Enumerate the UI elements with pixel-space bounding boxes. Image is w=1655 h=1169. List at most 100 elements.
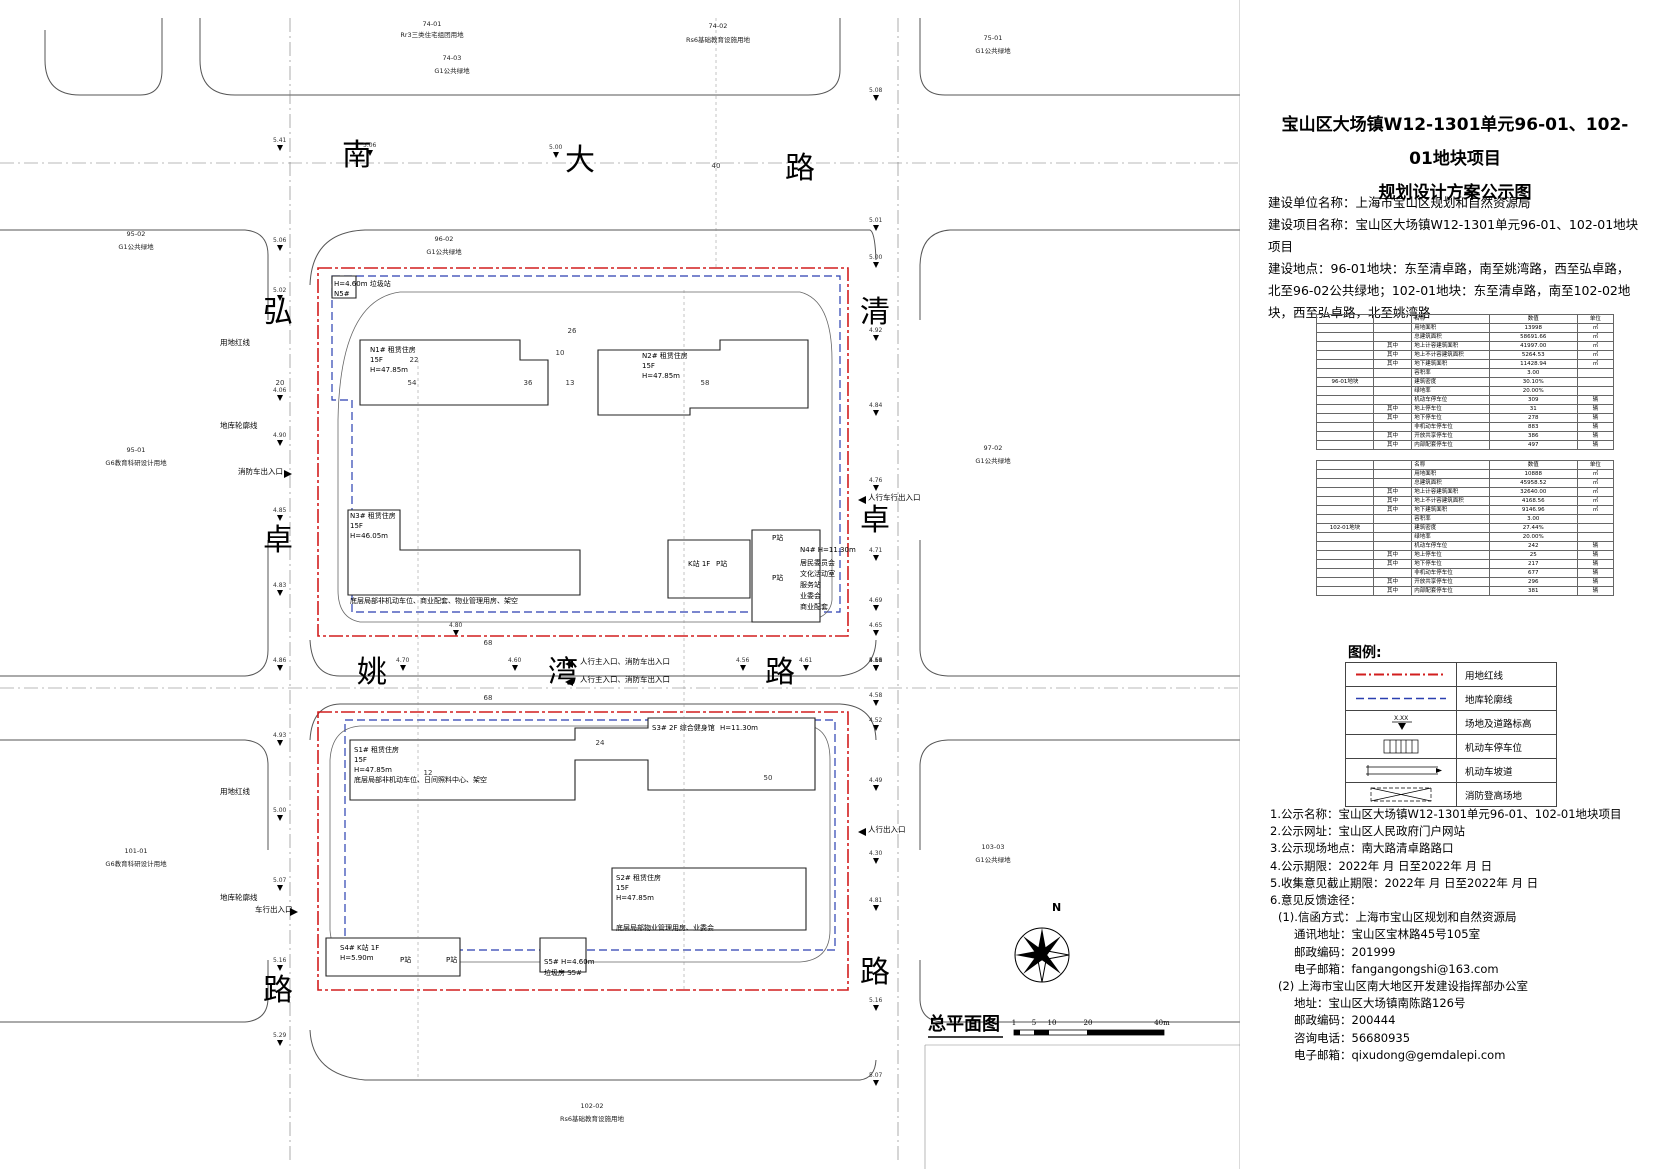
table-cell: 其中	[1372, 577, 1413, 587]
elevation-value: 4.81	[869, 897, 883, 904]
table-cell: 5264.53	[1488, 350, 1578, 360]
building-label: 15F	[616, 884, 629, 892]
elevation-marker: 4.49	[869, 777, 883, 791]
elevation-marker: 5.00	[869, 254, 883, 268]
table-cell: 地下建筑面积	[1411, 505, 1490, 515]
table-cell: 绿地率	[1411, 532, 1490, 542]
elevation-value: 5.10	[869, 657, 883, 664]
road-edge	[919, 18, 1240, 96]
parcel-code: 95-01	[127, 446, 146, 454]
notice-note: 5.收集意见截止期限：2022年 月 日至2022年 月 日	[1270, 875, 1539, 890]
table-cell: 辆	[1576, 541, 1615, 551]
table-cell: ㎡	[1576, 359, 1615, 369]
legend-row: X.XX 场地及道路标高	[1346, 711, 1556, 735]
elevation-value: 4.56	[869, 657, 883, 664]
table-cell: 内部配套停车位	[1411, 586, 1490, 596]
elevation-marker: 5.16	[869, 997, 883, 1011]
parcel-code: 95-02	[127, 230, 146, 238]
elevation-marker-icon	[873, 262, 879, 268]
elevation-value: 4.60	[508, 657, 522, 664]
building-label: H=47.85m	[642, 372, 680, 380]
legend: 用地红线 地库轮廓线 X.XX 场地及道路标高 机动车停车位 机动车坡道 消防登…	[1345, 662, 1557, 807]
elevation-marker-icon	[873, 95, 879, 101]
table-cell: 217	[1488, 559, 1578, 569]
table-cell: 开放共享停车位	[1411, 577, 1490, 587]
elevation-marker: 5.02	[273, 287, 287, 301]
table-cell: ㎡	[1576, 505, 1615, 515]
road-edge	[919, 739, 1240, 850]
table-cell	[1316, 586, 1374, 596]
table-cell	[1316, 532, 1374, 542]
callout-text: 居民委员会	[800, 558, 835, 567]
parcel-use: G1公共绿地	[118, 242, 154, 251]
parking-stall-icon	[1383, 739, 1419, 754]
table-cell: 其中	[1372, 586, 1413, 596]
table-cell	[1372, 568, 1413, 578]
legend-row: 用地红线	[1346, 663, 1556, 687]
elevation-marker: 4.85	[273, 507, 287, 521]
table-cell: 建筑密度	[1411, 377, 1490, 387]
table-header-row: 名称数值单位	[1316, 314, 1615, 324]
table-cell	[1372, 541, 1413, 551]
elevation-marker-icon	[277, 590, 283, 596]
elevation-marker-icon	[873, 225, 879, 231]
table-block-cell: 96-01地块	[1316, 377, 1374, 387]
scale-tick: 40m	[1154, 1019, 1170, 1027]
parcel-use: G1公共绿地	[434, 66, 470, 75]
callout-text: 底层局部非机动车位、商业配套、物业管理用房、架空	[350, 596, 518, 605]
table-cell: 386	[1488, 431, 1578, 441]
building-n2	[597, 339, 809, 416]
table-cell: 41997.00	[1488, 341, 1578, 351]
callout-text: 底层局部非机动车位、日间照料中心、架空	[354, 775, 487, 784]
table-cell: 242	[1488, 541, 1578, 551]
legend-label: 消防登高场地	[1465, 790, 1523, 802]
station-label: P站	[772, 533, 783, 542]
building-label: 15F	[354, 756, 367, 764]
table-cell: 机动车停车位	[1411, 395, 1490, 405]
elevation-marker-icon	[277, 665, 283, 671]
table-cell	[1316, 404, 1374, 414]
table-cell: 11428.94	[1488, 359, 1578, 369]
table-cell	[1576, 377, 1615, 387]
parcel-use: Rs6基础教育设施用地	[686, 35, 751, 44]
elevation-value: 4.30	[869, 850, 883, 857]
building-label: S3# 2F 综合健身馆	[652, 723, 715, 732]
fire-platform-icon	[1370, 787, 1432, 802]
elevation-marker-icon	[873, 700, 879, 706]
table-cell	[1372, 386, 1413, 396]
dim-label: 36	[524, 379, 533, 387]
line-label: 用地红线	[220, 786, 250, 796]
table-cell: 31	[1488, 404, 1578, 414]
table-cell: 地上停车位	[1411, 550, 1490, 560]
table-cell	[1372, 323, 1413, 333]
table-cell: 其中	[1372, 505, 1413, 515]
table-header-cell: 名称	[1411, 460, 1490, 470]
elevation-marker-icon	[453, 630, 459, 636]
callout-text: H=4.60m 垃圾站	[334, 279, 391, 288]
scale-bar: 1 5 10 20 40m	[1012, 1019, 1170, 1036]
table-cell	[1316, 413, 1374, 423]
table-cell: 用地面积	[1411, 323, 1490, 333]
parcel-use: G1公共绿地	[975, 46, 1011, 55]
dim-label: 10	[556, 349, 565, 357]
table-cell	[1372, 332, 1413, 342]
east-road-char: 清	[860, 295, 890, 330]
road-edge	[0, 540, 269, 677]
elevation-marker-icon	[367, 150, 373, 156]
table-cell	[1576, 523, 1615, 533]
table-cell: ㎡	[1576, 478, 1615, 488]
elevation-value: 4.70	[396, 657, 410, 664]
table-cell	[1316, 487, 1374, 497]
elevation-marker: 4.84	[869, 402, 883, 416]
table-cell: 辆	[1576, 413, 1615, 423]
elevation-value: 5.41	[273, 137, 287, 144]
north-road-char: 南	[342, 138, 372, 173]
table-cell	[1372, 469, 1413, 479]
elevation-marker-icon	[740, 665, 746, 671]
table-cell: 其中	[1372, 487, 1413, 497]
road-edge	[0, 960, 269, 1023]
project-info: 建设单位名称：上海市宝山区规划和自然资源局 建设项目名称：宝山区大场镇W12-1…	[1268, 192, 1640, 324]
elevation-marker-icon	[277, 515, 283, 521]
